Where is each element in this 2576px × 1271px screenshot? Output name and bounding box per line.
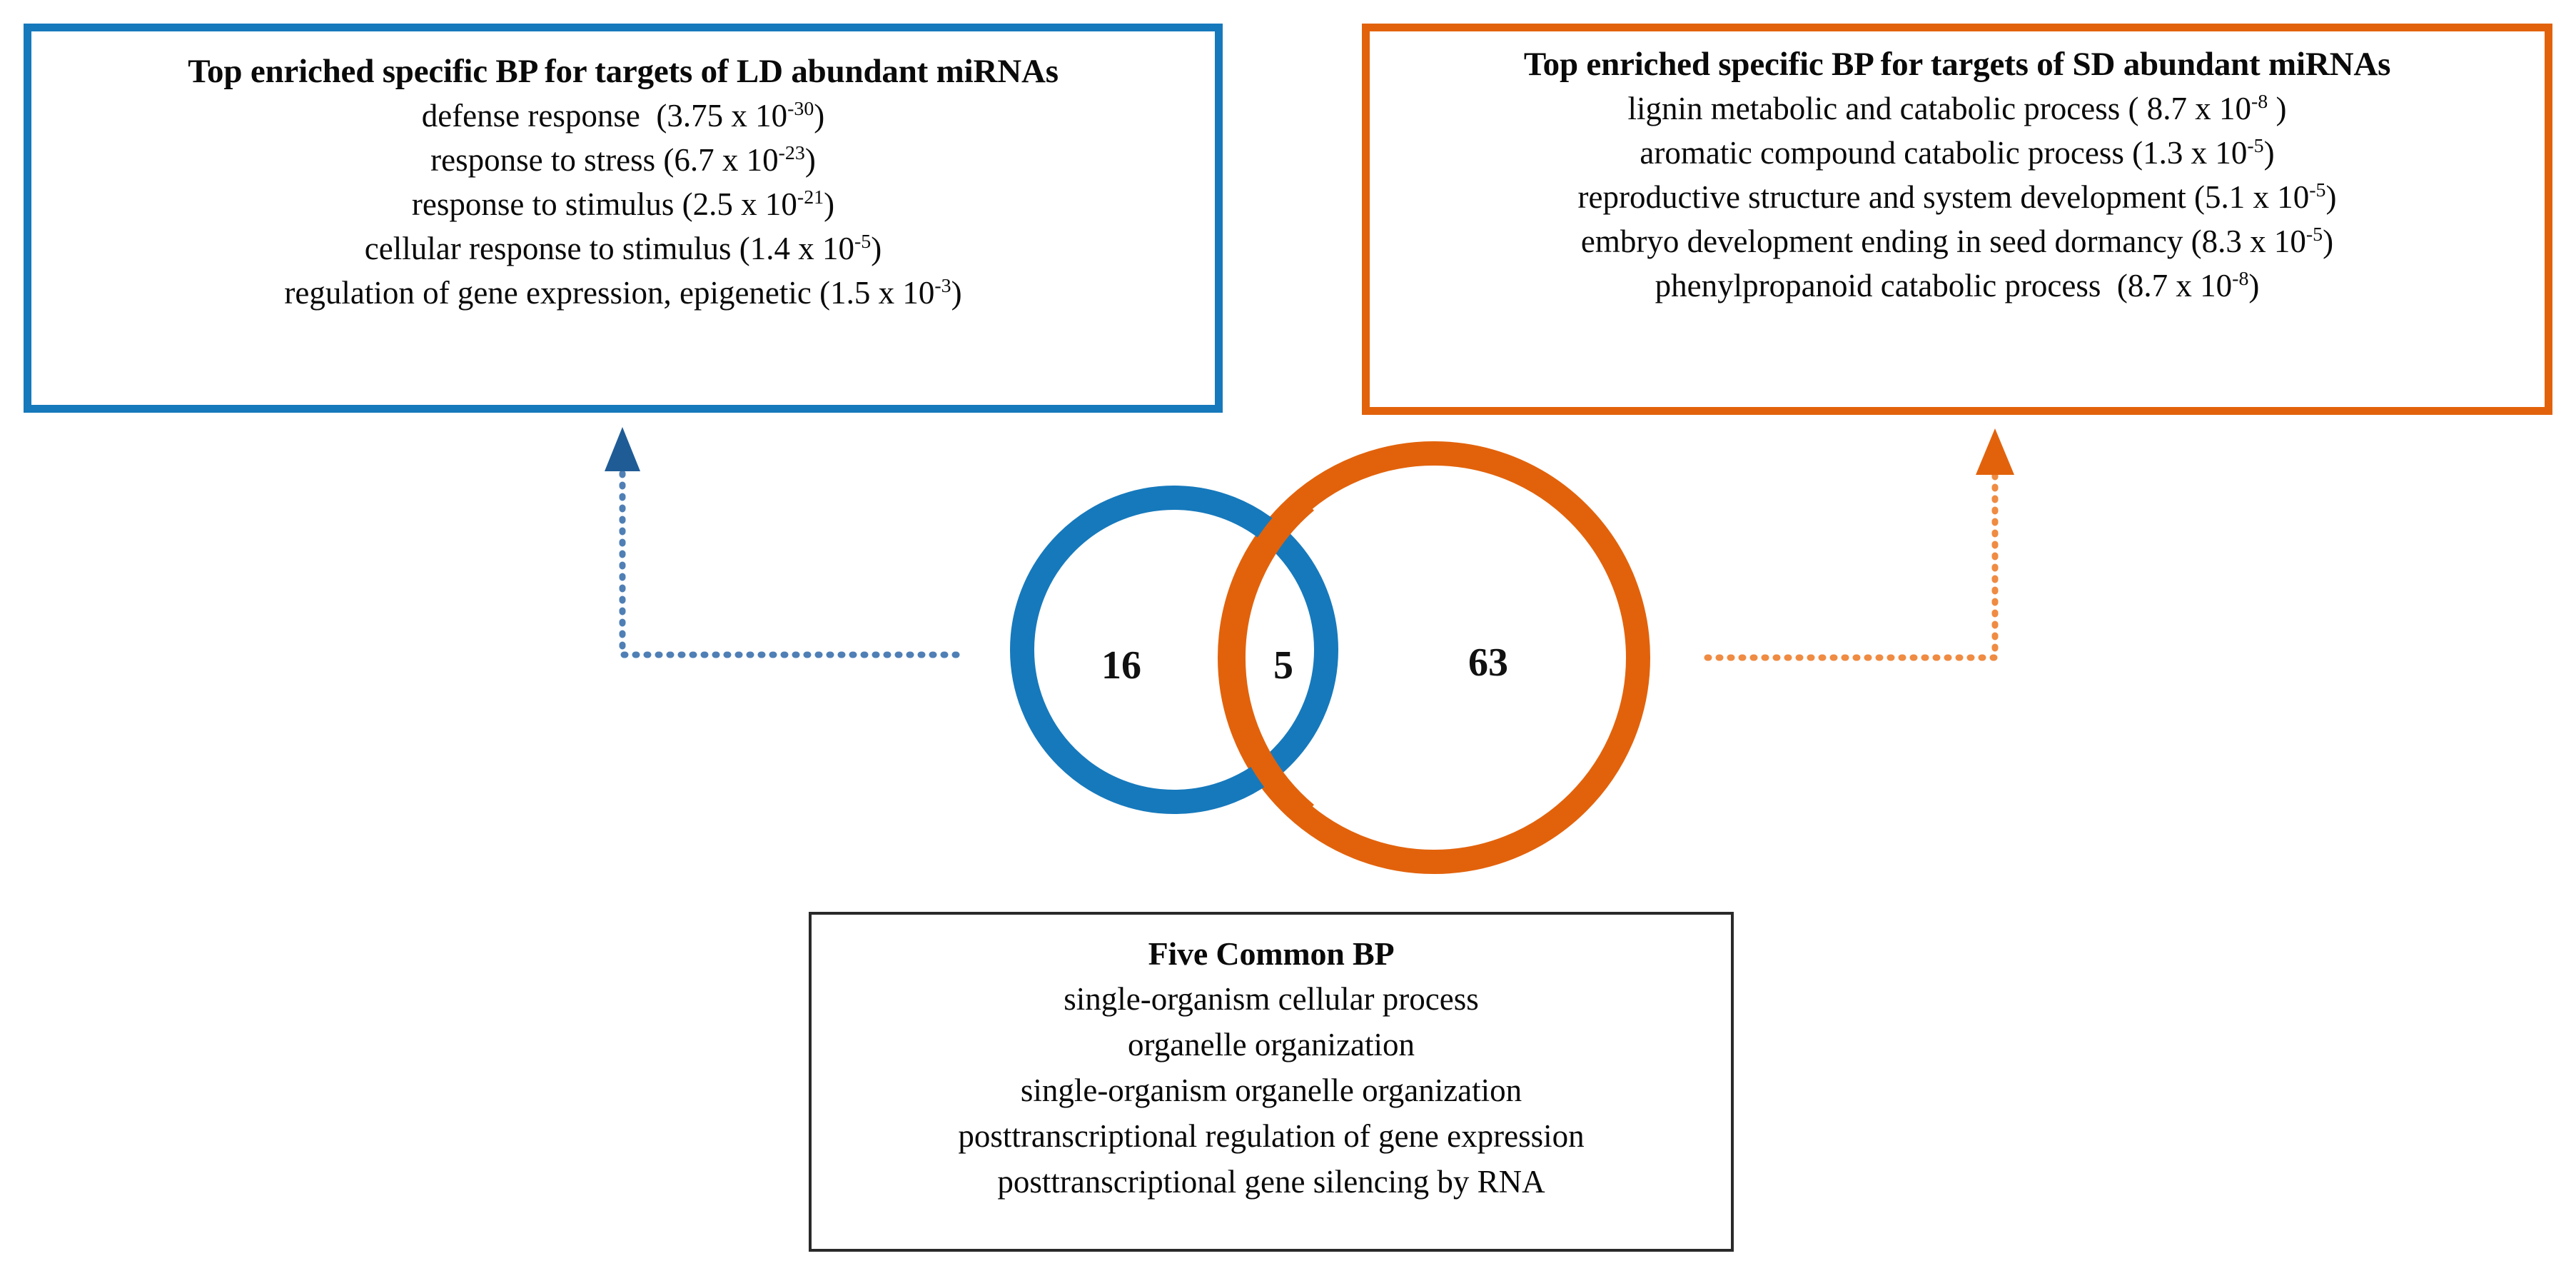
sd-term-row: lignin metabolic and catabolic process (… (1627, 91, 2287, 127)
ld-term-label: cellular response to stimulus (364, 231, 732, 267)
ld-term-pvalue-mantissa: 1.4 (749, 231, 790, 267)
sd-term-label: reproductive structure and system develo… (1577, 179, 2186, 216)
venn-count-ld-only: 16 (1101, 643, 1141, 688)
ld-term-pvalue-exponent: -23 (778, 142, 805, 165)
ld-term-pvalue-exponent: -3 (934, 275, 951, 298)
ld-term-row: response to stress (6.7 x 10-23) (430, 142, 816, 179)
sd-term-row: aromatic compound catabolic process (1.3… (1640, 135, 2275, 171)
sd-term-pvalue-mantissa: 8.7 (2146, 91, 2188, 127)
ld-annotation-box: Top enriched specific BP for targets of … (24, 24, 1223, 413)
sd-term-row: phenylpropanoid catabolic process (8.7 x… (1655, 268, 2260, 304)
sd-term-pvalue-exponent: -8 (2251, 91, 2268, 114)
common-term-row: posttranscriptional regulation of gene e… (958, 1117, 1585, 1154)
sd-term-row: reproductive structure and system develo… (1577, 179, 2337, 216)
sd-connector (1704, 428, 2014, 661)
ld-term-row: response to stimulus (2.5 x 10-21) (411, 186, 835, 223)
sd-term-pvalue-mantissa: 8.7 (2127, 268, 2168, 304)
ld-term-label: defense response (421, 98, 640, 134)
sd-annotation-box: Top enriched specific BP for targets of … (1362, 24, 2552, 415)
ld-term-label: response to stress (430, 142, 656, 179)
sd-term-pvalue-mantissa: 8.3 (2201, 223, 2242, 260)
sd-term-label: aromatic compound catabolic process (1640, 135, 2124, 171)
venn-circle-sd-overlap-front (1221, 491, 1314, 824)
ld-term-pvalue-mantissa: 6.7 (674, 142, 714, 179)
sd-term-label: phenylpropanoid catabolic process (1655, 268, 2101, 304)
venn-count-sd-only: 63 (1468, 640, 1508, 685)
ld-term-pvalue-exponent: -5 (854, 231, 872, 253)
common-term-row: single-organism organelle organization (1020, 1072, 1522, 1109)
ld-term-pvalue-mantissa: 3.75 (667, 98, 724, 134)
sd-term-label: lignin metabolic and catabolic process (1627, 91, 2121, 127)
sd-term-row: embryo development ending in seed dorman… (1580, 223, 2334, 260)
venn-count-intersection: 5 (1273, 643, 1293, 688)
sd-box-title: Top enriched specific BP for targets of … (1523, 46, 2391, 83)
common-box-title: Five Common BP (1148, 935, 1395, 972)
ld-term-pvalue-mantissa: 2.5 (692, 186, 733, 223)
ld-box-title: Top enriched specific BP for targets of … (188, 53, 1059, 90)
sd-term-label: embryo development ending in seed dorman… (1580, 223, 2183, 260)
ld-term-row: defense response (3.75 x 10-30) (421, 98, 825, 134)
ld-term-label: regulation of gene expression, epigeneti… (284, 275, 812, 311)
common-annotation-box: Five Common BP single-organism cellular … (809, 912, 1734, 1252)
ld-term-pvalue-exponent: -21 (797, 186, 824, 209)
sd-term-pvalue-mantissa: 1.3 (2143, 135, 2183, 171)
ld-term-row: cellular response to stimulus (1.4 x 10-… (364, 231, 882, 267)
common-term-row: organelle organization (1128, 1027, 1415, 1063)
common-term-row: single-organism cellular process (1064, 981, 1479, 1018)
sd-term-pvalue-exponent: -5 (2247, 135, 2264, 158)
sd-term-pvalue-exponent: -5 (2309, 179, 2326, 202)
ld-term-pvalue-mantissa: 1.5 (830, 275, 871, 311)
sd-term-pvalue-exponent: -5 (2305, 223, 2323, 246)
ld-term-label: response to stimulus (411, 186, 675, 223)
ld-term-row: regulation of gene expression, epigeneti… (284, 275, 962, 311)
ld-connector (605, 427, 960, 658)
common-term-row: posttranscriptional gene silencing by RN… (997, 1163, 1545, 1200)
sd-term-pvalue-mantissa: 5.1 (2205, 179, 2246, 216)
ld-term-pvalue-exponent: -30 (787, 98, 814, 121)
sd-term-pvalue-exponent: -8 (2232, 268, 2249, 291)
